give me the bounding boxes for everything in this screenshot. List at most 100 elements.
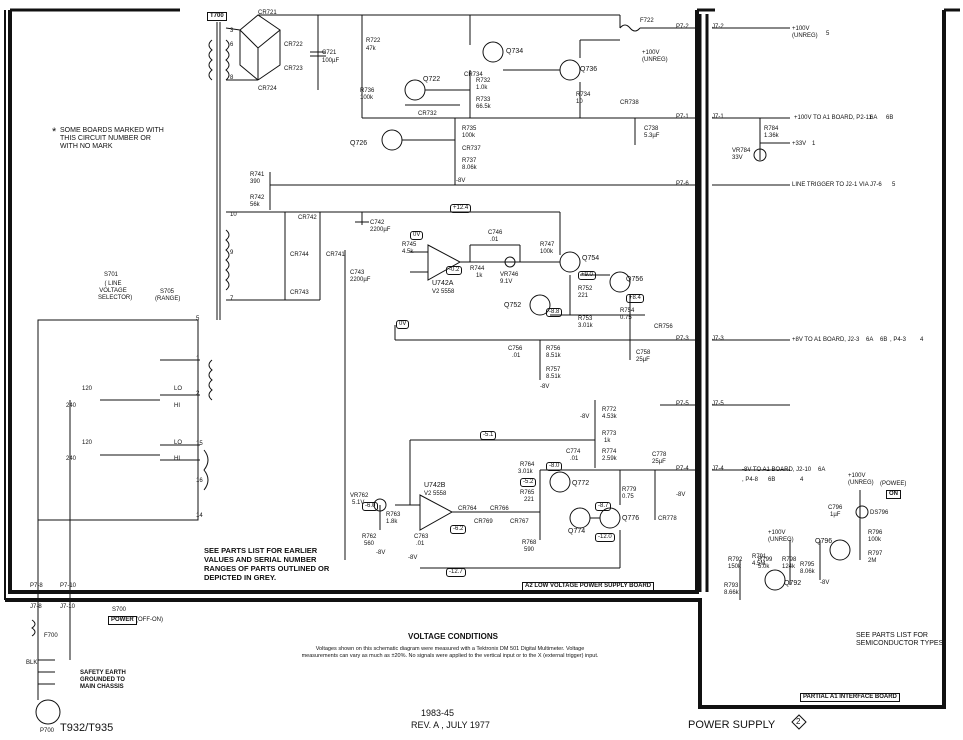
c778-label: C778 — [652, 452, 667, 458]
cr742-label: CR742 — [298, 215, 317, 221]
out-plus33: +33V — [792, 141, 807, 147]
c756-value: .01 — [512, 353, 521, 359]
t700-pin: 7 — [230, 296, 234, 302]
r768-label: R768 — [522, 540, 537, 546]
c742-value: 2200µF — [370, 227, 391, 233]
q722-label: Q722 — [423, 76, 441, 83]
model-number: T932/T935 — [60, 722, 114, 734]
r763-value: 1.8k — [386, 519, 398, 525]
r779-label: R779 — [622, 487, 637, 493]
out-minus8: -8V TO A1 BOARD, J2-10 — [742, 467, 812, 473]
volt-8-4: +8.4 — [626, 294, 644, 303]
cr724-label: CR724 — [258, 86, 277, 92]
r733-label: R733 — [476, 97, 491, 103]
r742-label: R742 — [250, 195, 265, 201]
r764-value: 3.01k — [518, 469, 533, 475]
c778-value: 25µF — [652, 459, 666, 465]
q796-symbol — [829, 539, 851, 561]
conn-p7-5: P7-5 — [676, 401, 689, 407]
ref-diamond: 1 — [812, 141, 816, 147]
t700-pin: 8 — [230, 75, 234, 81]
volt-minus-12-0: -12.0 — [595, 533, 615, 542]
cr766-label: CR766 — [490, 506, 509, 512]
volt-minus-8-8: -8.8 — [546, 308, 563, 317]
cr769-label: CR769 — [474, 519, 493, 525]
c738-value: 5.3µF — [644, 133, 660, 139]
vr746-label: VR746 — [500, 272, 519, 278]
revision: REV. A , JULY 1977 — [411, 720, 490, 730]
r752-label: R752 — [578, 286, 593, 292]
q756-symbol — [609, 271, 631, 293]
out-plus100-unreg: +100V (UNREG) — [792, 26, 818, 39]
r744-value: 1k — [476, 273, 483, 279]
r765-label: R765 — [520, 490, 535, 496]
q752-label: Q752 — [504, 302, 522, 309]
q776-symbol — [599, 507, 621, 529]
page-title: POWER SUPPLY — [688, 719, 776, 731]
volt-minus-8v-d: -8V — [676, 492, 686, 498]
cr741-label: CR741 — [326, 252, 345, 258]
conn-p7-6: P7-6 — [676, 181, 689, 187]
out-line-trigger: LINE TRIGGER TO J2-1 VIA J7-6 — [792, 182, 882, 188]
power-switch[interactable]: POWER — [108, 616, 137, 625]
marked-note: SOME BOARDS MARKED WITH THIS CIRCUIT NUM… — [60, 127, 164, 150]
cr743-label: CR743 — [290, 290, 309, 296]
volt-minus-8v-c: -8V — [580, 414, 590, 420]
t700-pin: 3 — [230, 28, 234, 34]
out-plus8: +8V TO A1 BOARD, J2-3 — [792, 337, 860, 343]
c743-value: 2200µF — [350, 277, 371, 283]
q774-symbol — [569, 507, 591, 529]
cr756-label: CR756 — [654, 324, 673, 330]
r773-label: R773 — [602, 431, 617, 437]
volt-minus-6-2: -6.2 — [450, 525, 467, 534]
t700-pin: 5 — [196, 316, 200, 322]
volt-minus-8v-e: -8V — [376, 550, 386, 556]
r768-value: 590 — [524, 547, 535, 553]
q726-symbol — [381, 129, 403, 151]
conn-p7-8: P7-8 — [30, 583, 43, 589]
conn-p700: P700 — [40, 728, 55, 734]
r798-value: 124k — [782, 564, 796, 570]
cr732-label: CR732 — [418, 111, 437, 117]
parts-list-note: SEE PARTS LIST FOR EARLIER VALUES AND SE… — [204, 546, 330, 582]
r791-label: R791 — [752, 554, 767, 560]
ref-diamond: 5 — [826, 31, 830, 37]
r784-value: 1.36k — [764, 133, 779, 139]
r796-label: R796 — [868, 530, 883, 536]
r796-value: 100k — [868, 537, 882, 543]
v240-a: 240 — [66, 403, 77, 409]
r742-value: 56k — [250, 202, 260, 208]
powee-label: (POWEE) — [880, 481, 907, 487]
c743-label: C743 — [350, 270, 365, 276]
q796-label: Q796 — [815, 538, 833, 545]
q754-symbol — [559, 251, 581, 273]
r737-value: 8.06k — [462, 165, 477, 171]
q736-symbol — [559, 59, 581, 81]
r779-value: 0.75 — [622, 494, 634, 500]
cr744-label: CR744 — [290, 252, 309, 258]
r754-label: R754 — [620, 308, 635, 314]
voltage-text: Voltages shown on this schematic diagram… — [301, 646, 599, 659]
conn-f700: F700 — [44, 633, 58, 639]
plus100-unreg-note-2: +100V (UNREG) — [768, 530, 794, 543]
c721-label: C721 — [322, 50, 337, 56]
s701-desc: ( LINE VOLTAGE SELECTOR) — [98, 281, 133, 301]
q726-label: Q726 — [350, 140, 368, 147]
doc-number: 1983-45 — [421, 708, 455, 718]
q776-label: Q776 — [622, 515, 640, 522]
v120-b: 120 — [82, 440, 93, 446]
s705-desc: (RANGE) — [155, 296, 181, 302]
r752-value: 221 — [578, 293, 589, 299]
r745-label: R745 — [402, 242, 417, 248]
t700-pin: 9 — [230, 250, 234, 256]
r747-label: R747 — [540, 242, 555, 248]
q772-label: Q772 — [572, 480, 590, 487]
r763-label: R763 — [386, 512, 401, 518]
r722-label: R722 — [366, 38, 381, 44]
lo-a: LO — [174, 386, 183, 392]
ds796-label: DS796 — [870, 510, 889, 516]
r734-value: 10 — [576, 99, 583, 105]
ref-diamond: 6A — [818, 467, 826, 473]
cr764-label: CR764 — [458, 506, 477, 512]
